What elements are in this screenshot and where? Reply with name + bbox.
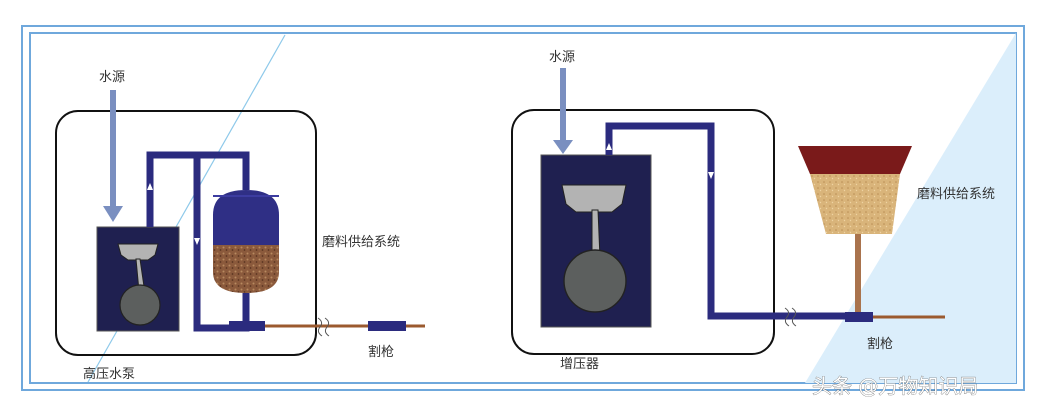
- abrasive-feed-tube: [855, 234, 861, 316]
- left-diagram: 水源 磨料供给系统 割枪 高压水泵: [55, 70, 425, 382]
- water-source-label: 水源: [99, 70, 125, 85]
- right-pipes: [605, 122, 845, 320]
- intensifier-piston-icon: [561, 184, 627, 313]
- water-inlet-arrow: [103, 90, 123, 222]
- mixing-nozzle: [229, 321, 265, 331]
- cutting-gun-right: [845, 312, 873, 322]
- right-diagram: 水源 磨料供给系统 割枪 增压器: [511, 50, 995, 372]
- abrasive-system-label-left: 磨料供给系统: [322, 235, 400, 250]
- intensifier-enclosure: [511, 109, 775, 355]
- flow-arrows-left: [147, 183, 200, 245]
- cutting-gun-left: [368, 321, 406, 331]
- intensifier-label: 增压器: [560, 357, 599, 372]
- abrasive-tank: [213, 190, 279, 293]
- break-mark-right: [784, 307, 790, 327]
- water-inlet-arrow-right: [553, 68, 573, 154]
- cutting-gun-label-left: 割枪: [368, 344, 394, 360]
- flow-arrows-right: [606, 143, 714, 179]
- water-source-label-right: 水源: [549, 50, 575, 65]
- abrasive-system-label-right: 磨料供给系统: [917, 187, 995, 202]
- pump-label: 高压水泵: [83, 366, 135, 382]
- abrasive-hopper: [798, 146, 912, 234]
- piston-icon: [117, 243, 161, 326]
- pump-enclosure: [55, 110, 317, 356]
- break-mark-left: [317, 317, 323, 337]
- cutting-gun-label-right: 割枪: [867, 336, 893, 352]
- watermark: 头条 @万物知识局: [812, 374, 978, 398]
